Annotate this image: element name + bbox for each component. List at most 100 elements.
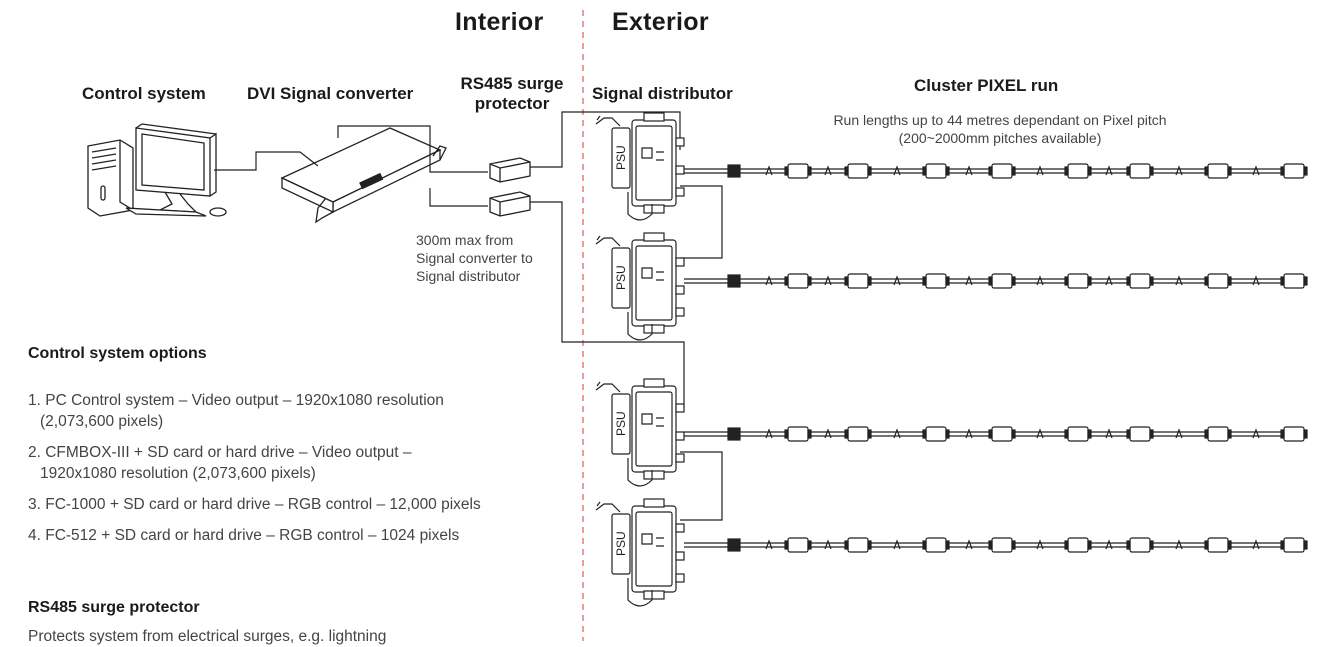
pixel-node-clip [1227,276,1232,286]
signal-distributor-label: Signal distributor [592,84,733,103]
control-options-heading: Control system options [28,345,207,362]
pixel-node-clip [1280,540,1285,550]
cable-break-mark [1252,165,1260,176]
pixel-node-clip [844,276,849,286]
pixel-node [1207,163,1229,179]
pixel-node-clip [1303,166,1308,176]
pixel-node [991,426,1013,442]
pixel-node [1067,426,1089,442]
pixel-node [1129,426,1151,442]
pixel-node-clip [807,540,812,550]
option-item: 4. FC-512 + SD card or hard drive – RGB … [28,525,568,546]
psu-label: PSU [614,265,628,290]
cable-break-mark [1252,428,1260,439]
cable-break-mark [1036,539,1044,550]
pixel-node-clip [1280,429,1285,439]
cable-break-mark [1036,165,1044,176]
pixel-node-clip [1303,276,1308,286]
cable-break-mark [1175,165,1183,176]
pixel-node-clip [922,276,927,286]
cable-break-mark [824,165,832,176]
option-item: 3. FC-1000 + SD card or hard drive – RGB… [28,494,568,515]
cable-break-mark [893,428,901,439]
cable-break-mark [893,275,901,286]
option-line: (2,073,600 pixels) [40,413,164,430]
pixel-node-clip [1149,429,1154,439]
cable-break-mark [765,275,773,286]
cable-break-mark [824,539,832,550]
control-options-list: 1. PC Control system – Video output – 19… [28,390,568,546]
cable-break-mark [965,428,973,439]
pixel-node [1067,163,1089,179]
pixel-node-clip [1126,166,1131,176]
psu-label: PSU [614,411,628,436]
signal-distributor-3: PSU [595,378,685,487]
interior-section-title: Interior [455,8,544,36]
cable-break-mark [1036,275,1044,286]
option-item: 1. PC Control system – Video output – 19… [28,390,568,432]
pixel-node-clip [922,429,927,439]
pixel-node-clip [844,429,849,439]
pixel-runs [684,163,1308,553]
cable-break-mark [965,539,973,550]
pixel-node-clip [1149,276,1154,286]
cable-break-mark [965,165,973,176]
pixel-node [925,426,947,442]
dvi-converter-icon [280,127,447,224]
pixel-node-clip [1303,429,1308,439]
cable-break-mark [765,165,773,176]
surge-protector-label-line1: RS485 surge [460,74,564,93]
pixel-node [1283,273,1305,289]
pixel-node-clip [1126,429,1131,439]
pixel-node-clip [1064,540,1069,550]
cable-break-mark [824,428,832,439]
pixel-node-clip [1064,429,1069,439]
pixel-node-clip [807,429,812,439]
pixel-node [1283,426,1305,442]
distance-note-line1: 300m max from [416,232,514,248]
psu-label: PSU [614,531,628,556]
pixel-node [991,273,1013,289]
pixel-node-clip [1087,276,1092,286]
pixel-node [787,426,809,442]
pixel-node-clip [1011,429,1016,439]
pixel-node-clip [988,166,993,176]
pixel-node [1067,537,1089,553]
pixel-node [991,537,1013,553]
pixel-node-clip [784,276,789,286]
pixel-node-clip [988,276,993,286]
pixel-node [1283,537,1305,553]
pixel-node-clip [1204,276,1209,286]
pixel-node [787,273,809,289]
cable-break-mark [965,275,973,286]
pixel-node-clip [1126,276,1131,286]
pixel-node-clip [1204,540,1209,550]
pixel-node-clip [867,429,872,439]
cable-break-mark [1175,428,1183,439]
distance-note: 300m max from Signal converter to Signal… [416,231,533,285]
pixel-node-clip [1149,540,1154,550]
pixel-node-clip [784,540,789,550]
pixel-node-clip [844,166,849,176]
cable-break-mark [1036,428,1044,439]
pixel-node-clip [1011,540,1016,550]
pixel-node [847,163,869,179]
signal-cables [214,111,723,521]
pixel-node-clip [945,429,950,439]
pixel-node [991,163,1013,179]
pixel-node [847,426,869,442]
pixel-node-clip [1227,429,1232,439]
distance-note-line2: Signal converter to [416,250,533,266]
pixel-node [847,537,869,553]
cable-break-mark [893,165,901,176]
pixel-run-3 [684,426,1308,442]
pixel-node-clip [784,166,789,176]
pixel-node-clip [945,166,950,176]
pixel-run-2 [684,273,1308,289]
pixel-node-clip [922,166,927,176]
pixel-run-4 [684,537,1308,553]
pixel-node-clip [867,540,872,550]
pixel-node-clip [1126,540,1131,550]
signal-distributor-4: PSU [595,498,685,607]
